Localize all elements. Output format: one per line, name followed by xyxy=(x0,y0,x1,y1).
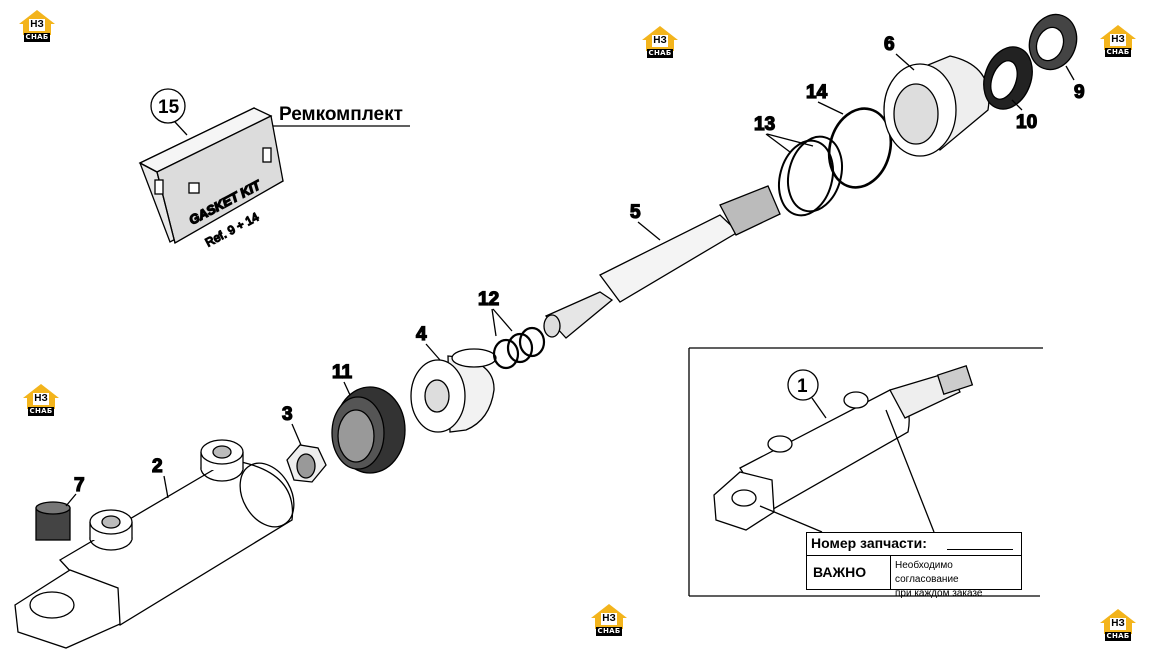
cylinder-body xyxy=(14,439,295,649)
callout-14: 14 xyxy=(806,82,828,103)
inset-frame xyxy=(688,347,1043,597)
logo-sub: СНАБ xyxy=(1105,632,1131,641)
callout-circle-1 xyxy=(787,369,819,401)
logo-mono: НЗ xyxy=(33,393,49,405)
rings-part xyxy=(492,326,546,370)
seal-part xyxy=(331,386,406,474)
callout-12: 12 xyxy=(478,289,499,310)
order-note-line-1: Необходимо согласование xyxy=(895,560,959,585)
o-ring-14 xyxy=(827,107,893,189)
logo-mono: НЗ xyxy=(29,19,45,31)
brand-logo: НЗ СНАБ xyxy=(1099,24,1137,58)
logo-mono: НЗ xyxy=(601,613,617,625)
ring-set-13 xyxy=(778,135,843,217)
brand-logo: НЗ СНАБ xyxy=(22,383,60,417)
logo-mono: НЗ xyxy=(652,35,668,47)
piston-part xyxy=(410,348,497,433)
logo-sub: СНАБ xyxy=(1105,48,1131,57)
inset-cylinder xyxy=(713,365,974,531)
brand-logo: НЗ СНАБ xyxy=(1099,608,1137,642)
part-number-row: Номер запчасти: xyxy=(807,533,1021,556)
part-number-label: Номер запчасти: xyxy=(811,535,927,551)
logo-mono: НЗ xyxy=(1110,34,1126,46)
gasket-kit-box xyxy=(138,107,284,244)
nut-part xyxy=(286,444,327,483)
callout-5: 5 xyxy=(630,202,641,223)
callout-2: 2 xyxy=(152,456,163,477)
callout-13: 13 xyxy=(754,114,775,135)
logo-sub: СНАБ xyxy=(28,407,54,416)
logo-sub: СНАБ xyxy=(647,49,673,58)
part-number-blank xyxy=(947,549,1013,550)
callout-6: 6 xyxy=(884,34,895,55)
gland-part xyxy=(883,55,990,157)
fitting-part xyxy=(35,501,71,541)
callout-15: 15 xyxy=(158,97,180,118)
seal-10 xyxy=(983,46,1033,110)
callout-circle-15 xyxy=(150,88,186,124)
logo-sub: СНАБ xyxy=(24,33,50,42)
callout-3: 3 xyxy=(282,404,293,425)
kit-title: Ремкомплект xyxy=(279,104,403,125)
callout-11: 11 xyxy=(332,362,353,383)
callout-7: 7 xyxy=(74,475,85,496)
wiper-9 xyxy=(1028,13,1078,71)
logo-sub: СНАБ xyxy=(596,627,622,636)
part-info-box: Номер запчасти: ВАЖНО Необходимо согласо… xyxy=(806,532,1022,599)
callout-1: 1 xyxy=(797,376,808,397)
warning-label: ВАЖНО xyxy=(807,556,891,589)
brand-logo: НЗ СНАБ xyxy=(641,25,679,59)
order-note-line-2: при каждом заказе xyxy=(895,588,983,599)
order-note: Необходимо согласование при каждом заказ… xyxy=(895,559,1019,601)
brand-logo: НЗ СНАБ xyxy=(18,9,56,43)
callout-4: 4 xyxy=(416,324,427,345)
callout-9: 9 xyxy=(1074,82,1085,103)
brand-logo: НЗ СНАБ xyxy=(590,603,628,637)
logo-mono: НЗ xyxy=(1110,618,1126,630)
rod-part xyxy=(543,185,781,339)
callout-10: 10 xyxy=(1016,112,1037,133)
